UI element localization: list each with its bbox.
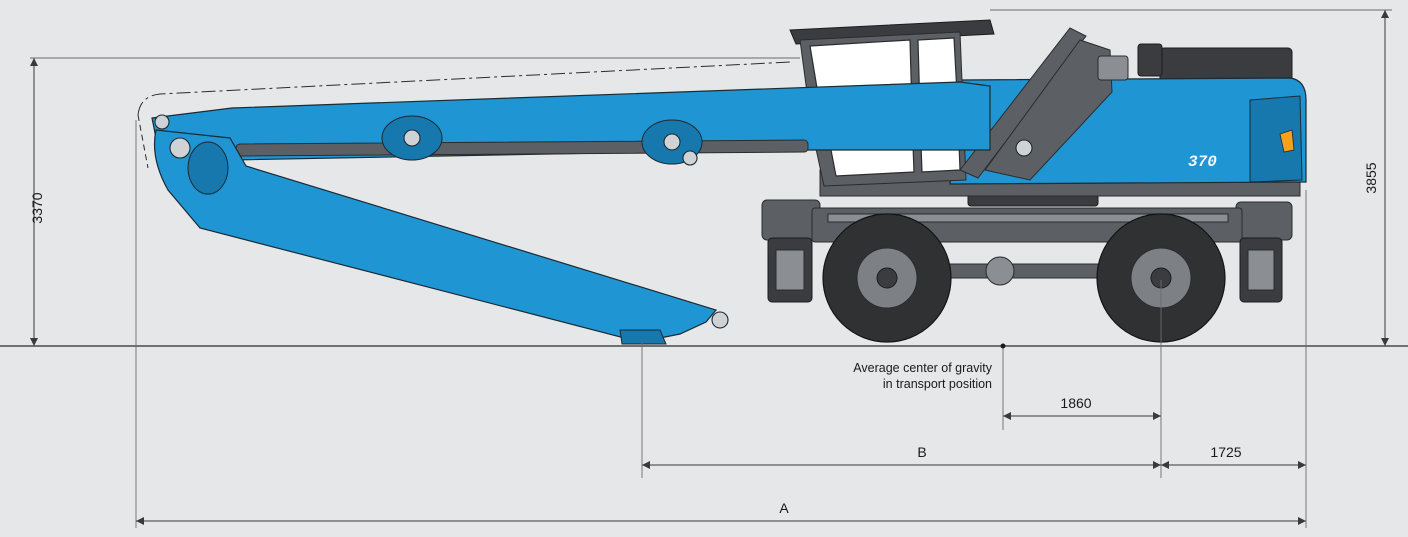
- cog-label-line2: in transport position: [883, 377, 992, 391]
- cab-height-value: 3855: [1363, 162, 1379, 193]
- cog-to-axle-value: 1860: [1060, 395, 1091, 411]
- stick-arm: [153, 129, 729, 345]
- dimension-rear-overhang: 1725: [1161, 444, 1306, 469]
- boom-contour-line: [137, 61, 791, 116]
- dimension-wheelbase: B: [642, 444, 1161, 469]
- dimension-cab-height: 3855: [1363, 10, 1389, 346]
- boom-height-value: 3370: [29, 192, 45, 223]
- rear-overhang-value: 1725: [1210, 444, 1241, 460]
- warning-plate-icon: [1279, 129, 1295, 153]
- wheelbase-label: B: [917, 444, 926, 460]
- material-handler-illustration: 370: [151, 19, 1307, 345]
- front-wheel: [822, 213, 952, 343]
- cog-label-line1: Average center of gravity: [853, 361, 992, 375]
- lift-linkage: [959, 27, 1129, 181]
- dimension-boom-height: 3370: [29, 58, 45, 346]
- dimension-cog-to-axle: 1860: [1003, 395, 1161, 420]
- cog-marker: [1000, 343, 1006, 349]
- overall-length-label: A: [779, 500, 789, 516]
- rear-wheel: [1096, 213, 1226, 343]
- model-badge: 370: [1188, 153, 1217, 171]
- boom-tip-contour-line: [137, 114, 149, 169]
- main-boom: [151, 81, 991, 166]
- dimension-overall-length: A: [136, 500, 1306, 525]
